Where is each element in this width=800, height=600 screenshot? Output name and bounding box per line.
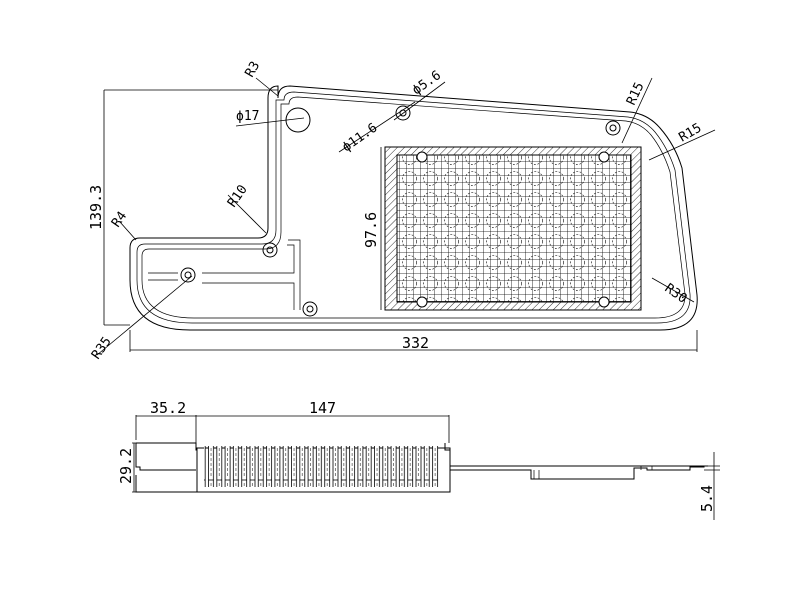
dim-fin-width: 147	[309, 399, 336, 417]
channels	[148, 239, 301, 310]
side-fins	[204, 446, 440, 487]
dim-plate-thickness: 5.4	[698, 485, 716, 512]
mesh-hole-tr	[598, 151, 610, 163]
side-dimension-lines	[132, 415, 720, 520]
top-view: 332 139.3 97.6 ϕ17 ϕ11.6 ϕ5.6 R3 R10 R4 …	[87, 59, 716, 362]
side-view: 35.2 147 29.2 5.4	[117, 399, 720, 520]
dim-left-width: 35.2	[150, 399, 186, 417]
plate-outline-outer	[129, 85, 698, 331]
small-hole-left	[180, 267, 196, 283]
side-left-block	[135, 442, 203, 493]
side-thin-plate	[450, 465, 708, 480]
small-hole-step	[262, 242, 278, 258]
radius-r15-a: R15	[624, 80, 648, 108]
dia-small-hole: ϕ5.6	[410, 68, 444, 98]
small-hole-right	[605, 120, 621, 136]
mesh-hole-tl	[416, 151, 428, 163]
small-hole-bottom	[302, 301, 318, 317]
mesh-hole-bl	[416, 296, 428, 308]
radius-r4: R4	[109, 209, 130, 231]
mesh-circles	[397, 155, 631, 302]
radius-r30: R30	[662, 281, 690, 307]
plate-outline-inner-2	[141, 96, 686, 319]
dia-large-hole: ϕ17	[236, 109, 259, 124]
plate-outline-inner-1	[136, 91, 691, 324]
dim-mesh-height: 97.6	[362, 212, 380, 248]
dim-overall-length: 332	[402, 334, 429, 352]
dimension-lines	[96, 77, 716, 356]
mesh-hole-br	[598, 296, 610, 308]
radius-r15-b: R15	[677, 121, 705, 146]
dim-side-height: 29.2	[117, 448, 135, 484]
dim-overall-height: 139.3	[87, 185, 105, 230]
dia-medium-hole: ϕ11.6	[340, 121, 381, 156]
radius-r10: R10	[225, 182, 251, 210]
radius-r3: R3	[242, 59, 263, 80]
radius-r35: R35	[89, 334, 115, 362]
